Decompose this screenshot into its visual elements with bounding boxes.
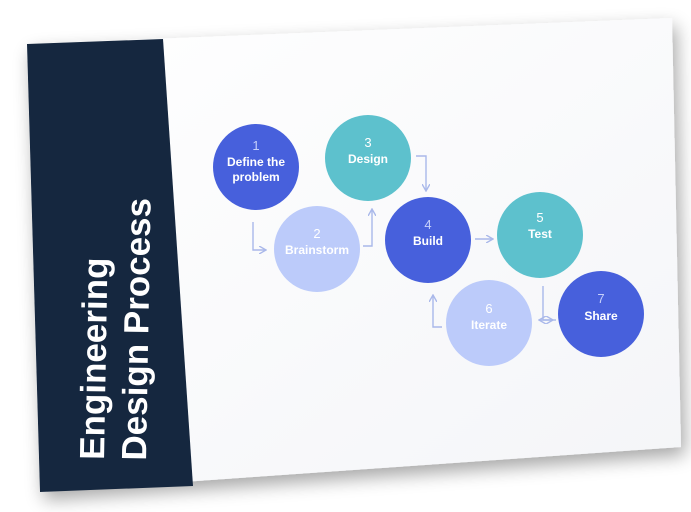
- step-4-number: 4: [424, 217, 431, 232]
- step-6-label: Iterate: [471, 318, 507, 332]
- step-6: 6 Iterate: [446, 280, 532, 366]
- step-2-number: 2: [313, 226, 320, 241]
- title-group: Engineering Design Process: [73, 198, 159, 461]
- connectors: [252, 155, 556, 328]
- step-2-circle: [274, 206, 360, 292]
- step-7-number: 7: [597, 291, 604, 306]
- step-3-circle: [325, 115, 411, 201]
- step-4: 4 Build: [385, 197, 471, 283]
- step-5-label: Test: [528, 227, 552, 241]
- step-7: 7 Share: [558, 271, 644, 357]
- step-1-label: Define the: [227, 155, 285, 169]
- step-1: 1 Define the problem: [213, 124, 299, 210]
- step-3-number: 3: [364, 135, 371, 150]
- arrow-3-to-4: [416, 155, 426, 190]
- arrow-1-to-2: [252, 222, 265, 250]
- step-1-number: 1: [252, 138, 259, 153]
- step-5: 5 Test: [497, 192, 583, 278]
- arrow-6-to-4: [433, 296, 442, 328]
- title-line-1: Engineering: [73, 257, 116, 460]
- step-4-label: Build: [413, 234, 443, 248]
- step-3-label: Design: [348, 152, 388, 166]
- booklet-sidebar: [27, 39, 193, 492]
- step-3: 3 Design: [325, 115, 411, 201]
- step-2: 2 Brainstorm: [274, 206, 360, 292]
- step-7-circle: [558, 271, 644, 357]
- title-line-2: Design Process: [115, 198, 159, 461]
- step-5-circle: [497, 192, 583, 278]
- step-2-label: Brainstorm: [285, 243, 349, 257]
- step-6-circle: [446, 280, 532, 366]
- step-1-label-line-2: problem: [232, 170, 279, 184]
- step-1-circle: [213, 124, 299, 210]
- step-5-number: 5: [536, 210, 543, 225]
- arrow-2-to-3: [363, 210, 372, 247]
- step-4-circle: [385, 197, 471, 283]
- step-7-label: Share: [584, 309, 618, 323]
- step-6-number: 6: [485, 301, 492, 316]
